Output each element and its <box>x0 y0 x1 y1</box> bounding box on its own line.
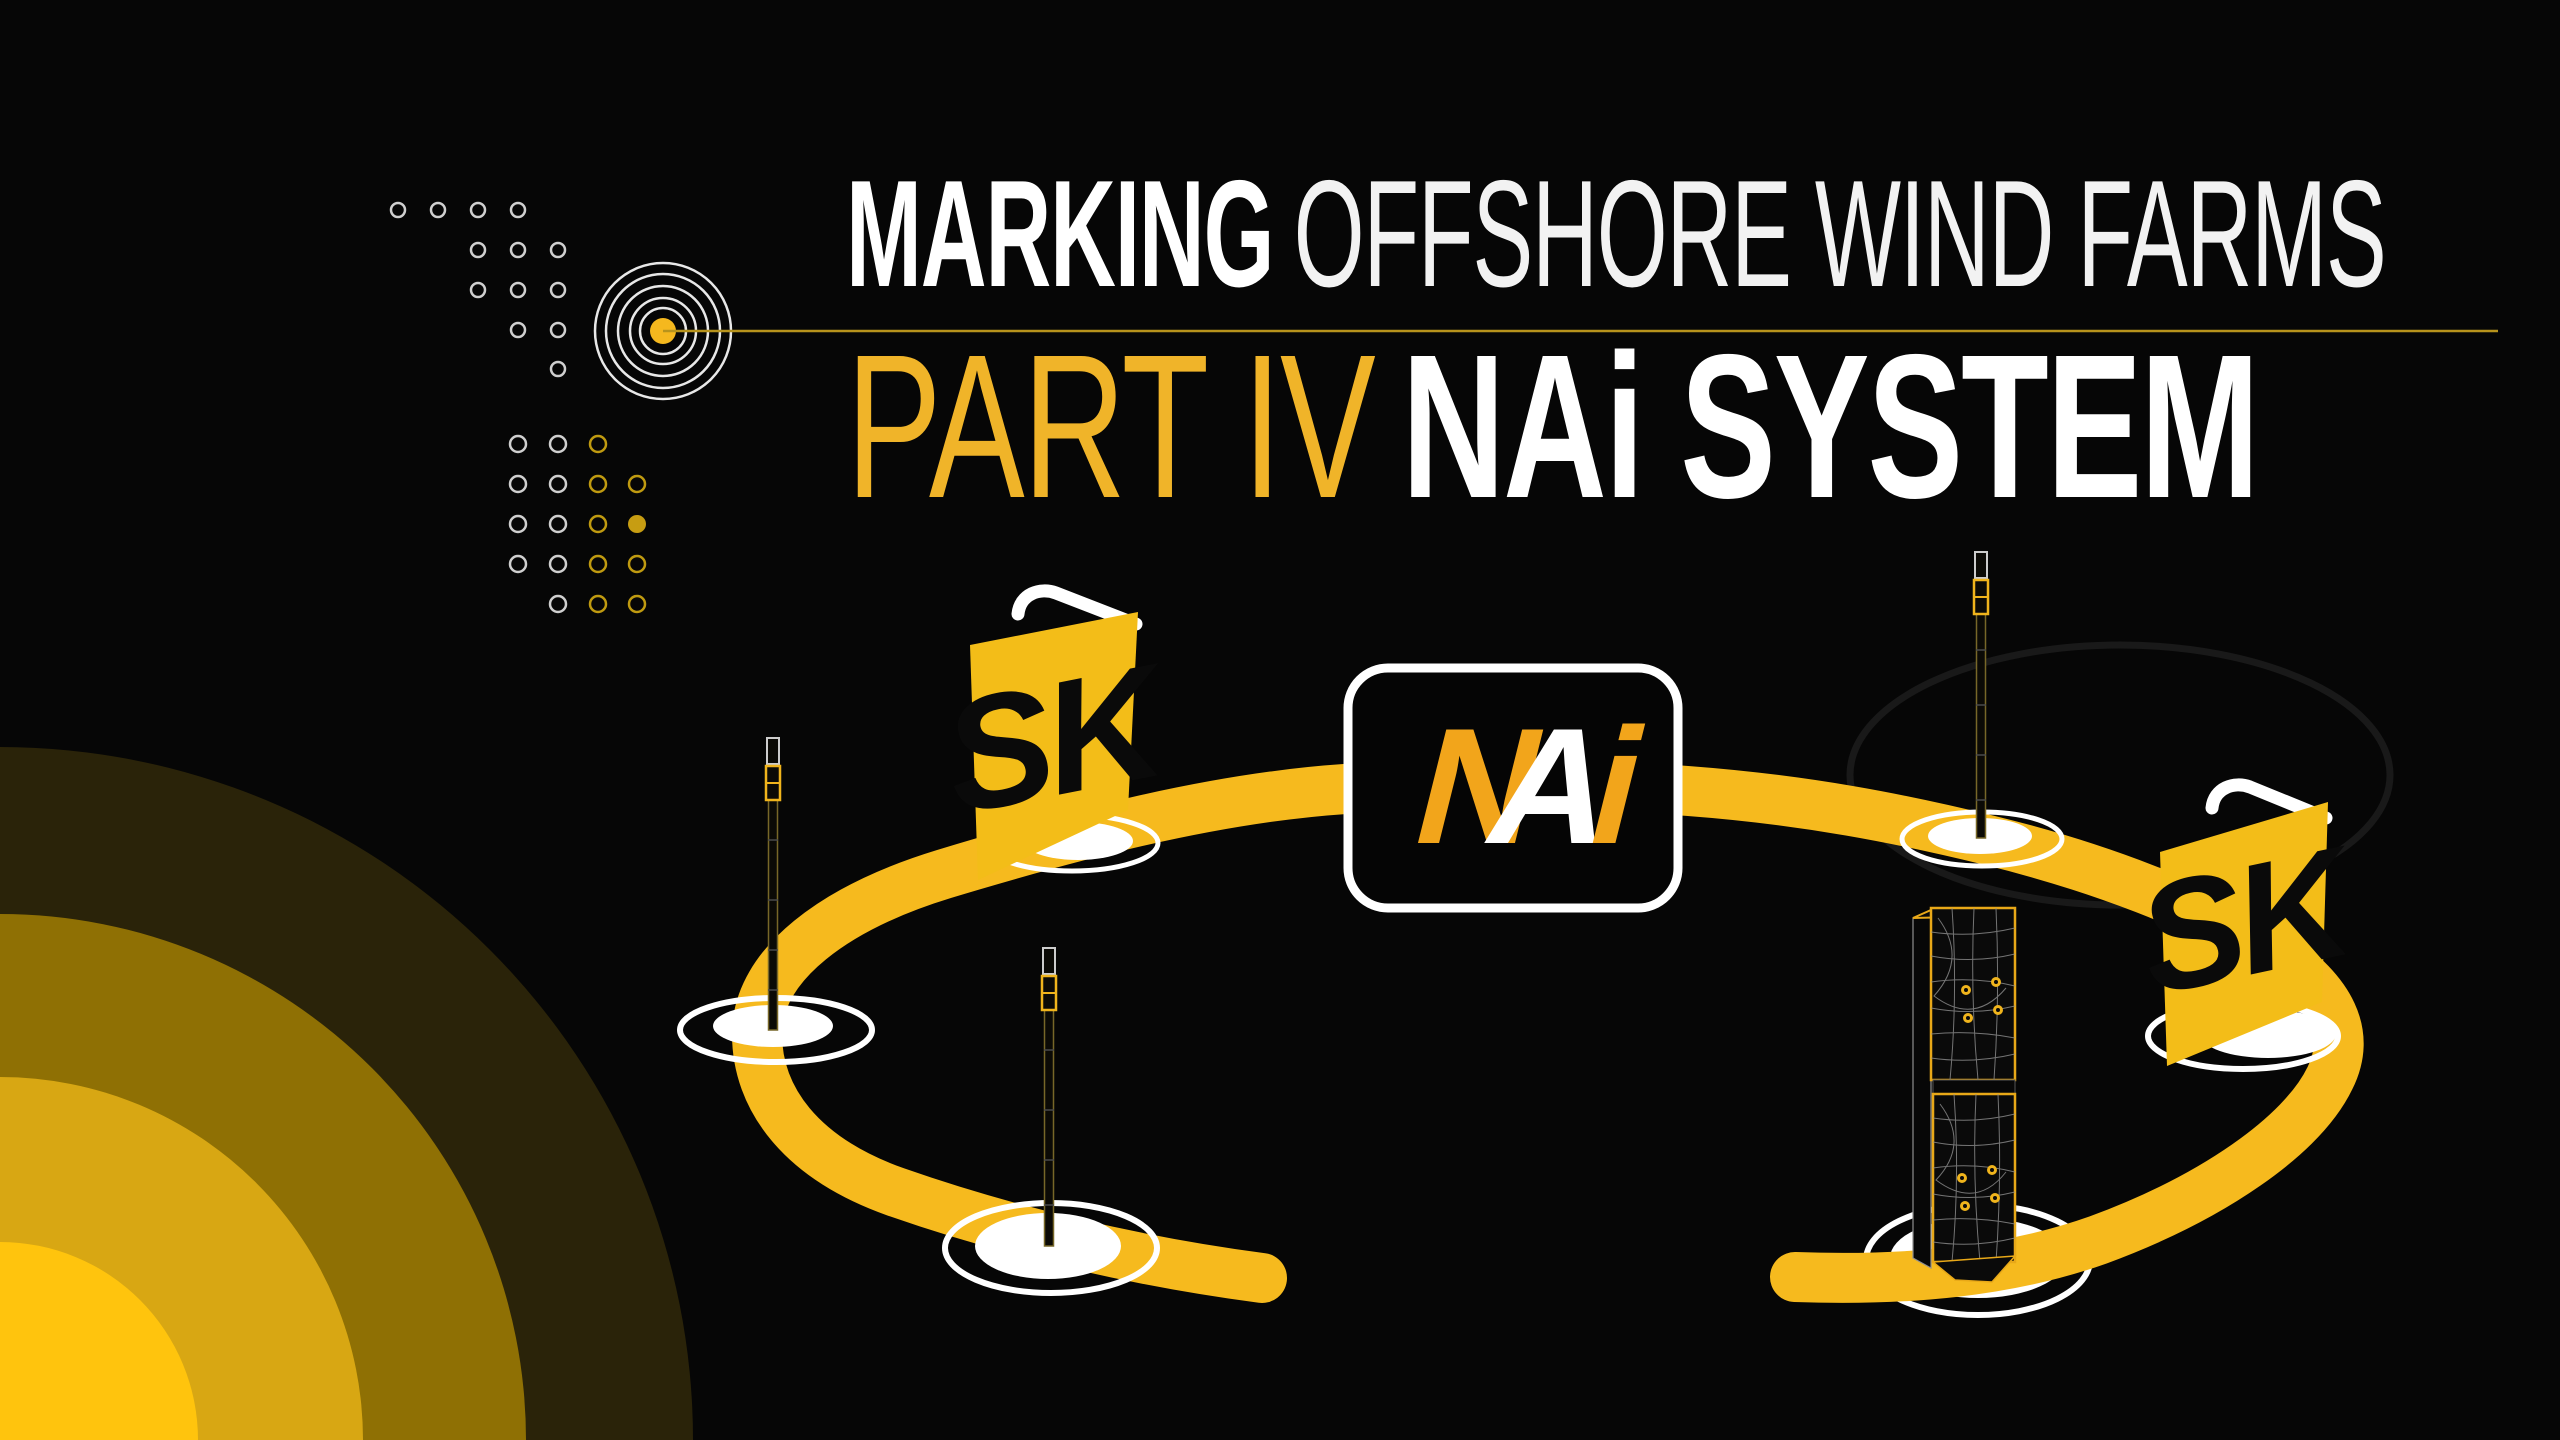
pole-top-cap <box>1974 551 1988 579</box>
buoy-pole-topright <box>1972 551 1990 839</box>
corner-quarter-rings <box>0 747 693 1440</box>
dot-grid-lower <box>508 434 647 614</box>
tower-module-lower <box>1931 1092 2017 1264</box>
buoy-pole-bottom <box>1040 947 1058 1247</box>
tower-module-upper <box>1929 906 2017 1082</box>
dot-grid-upper <box>389 201 567 378</box>
pole-top-cap <box>766 737 780 765</box>
tower-keel <box>1931 1255 2017 1283</box>
filled-gold-dot <box>628 515 646 533</box>
sign-hook <box>1011 584 1143 631</box>
sign-panel <box>2160 802 2328 1066</box>
title-offshore-wind-farms: OFFSHORE WIND FARMS <box>1293 149 2387 319</box>
pole-top-cap <box>1042 947 1056 975</box>
sign-panel <box>970 612 1138 880</box>
buoy-pole-left <box>764 737 782 1031</box>
sign-hook <box>2205 778 2333 825</box>
wireframe-buoy-tower <box>1912 906 2017 1283</box>
nai-logo-badge: NAi <box>1343 663 1683 913</box>
title-marking: MARKING <box>846 149 1274 319</box>
title-part-iv: PART IV <box>846 312 1376 541</box>
title-nai-system: NAi SYSTEM <box>1401 312 2260 541</box>
